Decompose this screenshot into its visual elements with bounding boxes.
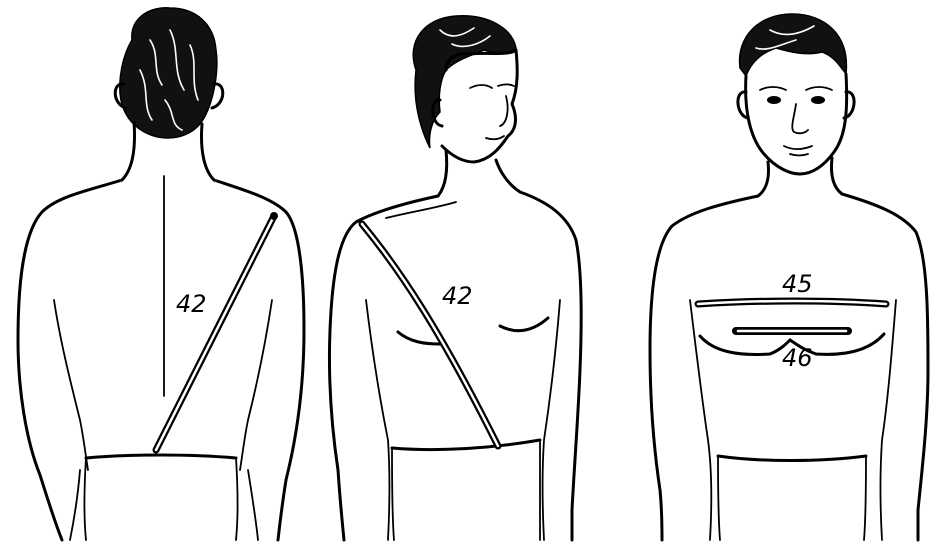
figure-front-view: 45 46: [650, 14, 928, 540]
back-right-outline: [214, 180, 304, 540]
front-left-outline: [650, 196, 758, 540]
figure-back-view: 42: [18, 8, 304, 540]
back-measure-label: 42: [176, 290, 207, 318]
side-face-outline: [442, 50, 517, 162]
side-right-outline: [520, 192, 581, 540]
side-head-hair: [413, 16, 516, 148]
back-head-hair: [120, 8, 217, 138]
back-left-outline: [18, 180, 122, 540]
figure-side-front-view: 42: [329, 16, 581, 540]
side-measure-label: 42: [442, 282, 473, 310]
front-upper-label: 45: [782, 270, 813, 298]
front-head-hair: [740, 14, 847, 76]
front-lower-label: 46: [782, 344, 813, 372]
front-right-outline: [842, 194, 928, 540]
